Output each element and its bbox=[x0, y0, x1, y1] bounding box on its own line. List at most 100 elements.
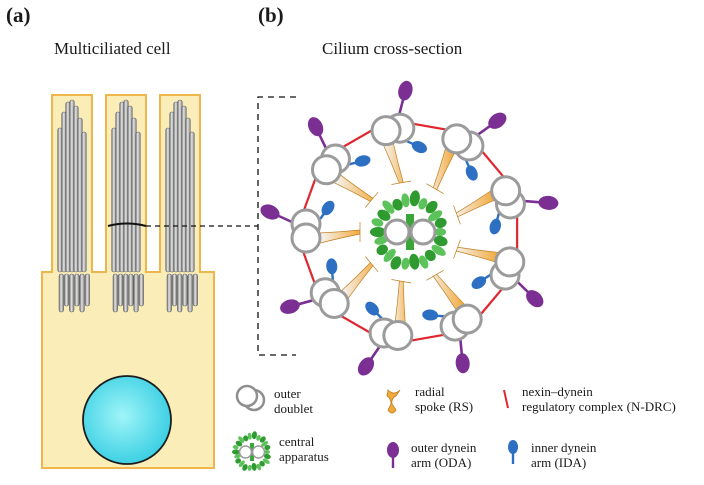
basal-body-rod bbox=[187, 273, 193, 313]
central-projection bbox=[409, 253, 420, 270]
basal-body-rod bbox=[58, 273, 64, 313]
central-projection bbox=[401, 193, 410, 208]
oda-head bbox=[526, 290, 544, 308]
central-projection bbox=[434, 228, 446, 236]
basal-body-rod bbox=[166, 273, 172, 313]
microtubule-rod bbox=[135, 131, 141, 273]
oda-head bbox=[307, 117, 324, 137]
basal-body-rod bbox=[171, 273, 178, 307]
central-apparatus bbox=[370, 190, 448, 270]
ida-head bbox=[354, 155, 371, 167]
central-projection bbox=[434, 217, 447, 229]
oda-head bbox=[280, 299, 300, 314]
radial-spoke bbox=[383, 143, 412, 185]
oda-head bbox=[357, 357, 375, 376]
basal-body-rod bbox=[84, 273, 90, 307]
central-tubule-c1 bbox=[238, 445, 253, 459]
ida-head bbox=[489, 218, 501, 235]
basal-body-rod bbox=[128, 273, 134, 307]
oda-head bbox=[455, 353, 470, 374]
central-tubule-c1 bbox=[383, 218, 411, 246]
central-projection bbox=[263, 453, 271, 460]
a-tubule bbox=[318, 287, 350, 319]
central-projection bbox=[251, 462, 257, 471]
central-projection bbox=[383, 248, 396, 263]
oda-head bbox=[260, 204, 280, 220]
radial-spoke bbox=[341, 256, 379, 299]
central-projection bbox=[247, 464, 252, 471]
legend-ida-line2: arm (IDA) bbox=[531, 455, 586, 470]
legend-central-line1: central bbox=[279, 434, 315, 449]
legend: outer doublet radial spoke (RS) nexin–dy… bbox=[232, 384, 676, 471]
radial-spoke bbox=[426, 148, 455, 195]
radial-spoke bbox=[391, 279, 412, 323]
legend-central-apparatus-icon bbox=[232, 431, 271, 471]
central-tubule-c2 bbox=[251, 445, 266, 459]
panel-a-title: Multiciliated cell bbox=[54, 39, 171, 58]
axoneme-bundles bbox=[57, 99, 198, 313]
basal-body-rod bbox=[177, 273, 183, 313]
basal-body-rod bbox=[112, 273, 118, 313]
central-projection bbox=[376, 244, 388, 256]
central-projection bbox=[428, 210, 443, 222]
radial-spoke bbox=[319, 222, 361, 244]
central-projection bbox=[377, 209, 391, 221]
central-projection bbox=[235, 440, 243, 447]
central-projection bbox=[264, 450, 270, 454]
central-projection bbox=[256, 463, 262, 471]
radial-spoke bbox=[453, 239, 499, 263]
ida-head bbox=[411, 141, 427, 154]
legend-central-line2: apparatus bbox=[279, 449, 329, 464]
central-projection bbox=[424, 249, 436, 262]
legend-radial-spoke-line2: spoke (RS) bbox=[415, 399, 473, 414]
central-projection bbox=[382, 200, 395, 214]
central-projection bbox=[251, 431, 257, 440]
basal-body-rod bbox=[123, 273, 129, 313]
a-tubule bbox=[382, 319, 414, 351]
central-projection bbox=[401, 257, 410, 270]
a-tubule bbox=[290, 222, 322, 254]
legend-ida-icon bbox=[508, 440, 518, 464]
legend-oda-line2: arm (ODA) bbox=[411, 455, 471, 470]
central-projection bbox=[238, 460, 245, 468]
ida-head bbox=[465, 165, 478, 181]
central-projection bbox=[232, 445, 239, 450]
basal-body-rod bbox=[69, 273, 75, 313]
legend-outer-doublet-line1: outer bbox=[274, 386, 301, 401]
central-projection bbox=[392, 198, 403, 211]
central-projection bbox=[371, 218, 384, 227]
outer-dynein-arms bbox=[260, 80, 559, 376]
legend-oda-line1: outer dynein bbox=[411, 440, 477, 455]
central-projection bbox=[425, 200, 438, 214]
radial-spoke bbox=[426, 269, 466, 310]
basal-body-rod bbox=[79, 273, 85, 313]
central-projection bbox=[262, 458, 270, 464]
oda-head bbox=[488, 112, 507, 129]
legend-radial-spoke-line1: radial bbox=[415, 384, 445, 399]
central-projection bbox=[261, 441, 269, 447]
microtubule-rod bbox=[81, 131, 87, 273]
panel-b-title: Cilium cross-section bbox=[322, 39, 463, 58]
basal-body-rod bbox=[138, 273, 144, 307]
panel-b-label: (b) bbox=[258, 3, 284, 27]
legend-ndrc-line1: nexin–dynein bbox=[522, 384, 593, 399]
a-tubule bbox=[441, 123, 473, 155]
basal-body-rod bbox=[117, 273, 124, 307]
central-projection bbox=[390, 256, 402, 270]
basal-body-rod bbox=[74, 273, 80, 307]
central-projection bbox=[370, 227, 386, 237]
ida-head bbox=[326, 258, 338, 275]
central-projection bbox=[259, 460, 265, 467]
central-projection bbox=[409, 190, 420, 207]
cilium-cross-section bbox=[260, 80, 559, 376]
oda-head bbox=[538, 195, 559, 210]
basal-body-rod bbox=[63, 273, 70, 307]
central-projection bbox=[243, 435, 249, 442]
basal-body-rod bbox=[182, 273, 188, 307]
a-tubule bbox=[451, 303, 483, 335]
a-tubule bbox=[494, 246, 526, 278]
legend-radial-spoke-icon bbox=[386, 389, 401, 414]
ida-head bbox=[471, 276, 487, 290]
ida-head bbox=[321, 200, 335, 216]
panel-a-label: (a) bbox=[6, 3, 31, 27]
